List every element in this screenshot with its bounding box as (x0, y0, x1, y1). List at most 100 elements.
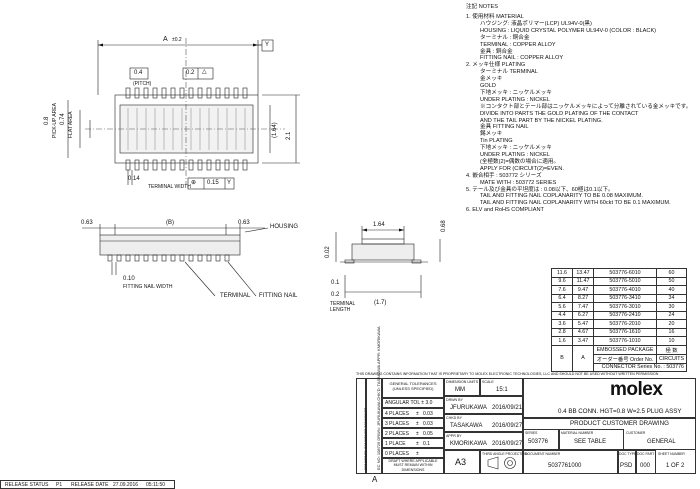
series-value: 503776 (528, 439, 549, 445)
end-view-body (351, 243, 415, 261)
drawn-date: 2016/09/21 (492, 405, 523, 411)
dim-063-right: 0.63 (238, 220, 250, 226)
dim-074: 0.74 (60, 113, 66, 125)
dim-01: 0.1 (331, 280, 340, 286)
dim-02b: 0.2 (331, 292, 340, 298)
tolerance-cell: 0 PLACES (385, 451, 409, 457)
fitting-nail-width-label: FITTING NAIL WIDTH (123, 284, 173, 290)
approved-date: 2016/09/27 (492, 441, 523, 447)
table-cell: 60 (655, 268, 688, 278)
rev-letter: A (372, 475, 378, 484)
approved-by-label: APPR BY (446, 434, 462, 438)
document-number-label: DOCUMENT NUMBER (525, 452, 561, 456)
table-cell: 11.6 (551, 268, 573, 278)
notes-line: ターミナル TERMINAL (480, 69, 538, 76)
notes-line: 2. メッキ仕様 PLATING (466, 62, 526, 69)
table-cell: 10 (655, 336, 688, 346)
notes-line: 4. 嵌合相手 : 503772 シリーズ (466, 172, 542, 179)
notes-line: AND THE TAIL PART BY THE NICKEL PLATING. (480, 117, 603, 124)
notes-line: Tin PLATING (480, 138, 513, 145)
side-view-terminals (107, 254, 230, 262)
notes-line: 金メッキ (480, 76, 503, 83)
side-view-body (99, 234, 241, 256)
sheet-number: 1 OF 2 (666, 463, 685, 469)
top-terminals-lower (125, 159, 248, 171)
release-date-label: RELEASE DATE (71, 482, 109, 488)
dim-21: 2.1 (286, 131, 292, 140)
table-cell: 1.6 (551, 336, 573, 346)
title-block-ecn-col (366, 378, 382, 474)
notes-line: UNDER PLATING : NICKEL (480, 152, 550, 158)
doc-title: PRODUCT CUSTOMER DRAWING (570, 420, 669, 427)
dim-010: 0.10 (123, 276, 135, 282)
third-angle-label: THIRD ANGLE PROJECTION (482, 452, 528, 456)
tolerance-cell: 0.03 (423, 411, 433, 417)
table-cell: 6.27 (572, 310, 594, 320)
table-cell: 3.6 (551, 319, 573, 329)
notes-line: 金具 FITTING NAIL (480, 124, 529, 131)
dates-side: 2016/09/21 2016/09/27 2016/09/27 (363, 407, 368, 470)
release-status-label: RELEASE STATUS (5, 482, 49, 488)
tolerance-row: 0 PLACES ± (382, 448, 444, 458)
tolerance-cell: 0.1 (423, 441, 430, 447)
tolerance-cell: ± (416, 411, 419, 417)
sheet-label: SHEET NUMBER (658, 452, 685, 456)
datum-y: Y (265, 42, 270, 48)
table-cell: 5.6 (551, 302, 573, 312)
tolerance-cell: ± (416, 451, 419, 457)
col-a-header: A (572, 344, 594, 372)
notes-line: UNDER PLATING : NICKEL (480, 96, 550, 103)
table-cell: 3.47 (572, 336, 594, 346)
table-cell: 11.47 (572, 276, 594, 286)
table-cell: 20 (655, 319, 688, 329)
table-cell: 4.4 (551, 310, 573, 320)
table-cell: 40 (655, 285, 688, 295)
dim-pitch-label: (PITCH) (133, 81, 152, 87)
dim-arrow (98, 43, 103, 47)
tolerance-cell: 4 PLACES (385, 411, 409, 417)
col-b-header: B (551, 344, 573, 372)
table-cell: 24 (655, 310, 688, 320)
title-block-dates-col (356, 378, 366, 474)
notes-line: 6. ELV and RoHS COMPLIANT (466, 207, 544, 214)
dim-a-tol: ±0.2 (172, 37, 182, 43)
connector-series: CONNECTOR Series No. : 503776 (592, 362, 688, 372)
tolerance-cell: 2 PLACES (385, 431, 409, 437)
approved-by: KMORIKAWA (450, 441, 487, 447)
notes-line: DIVIDE INTO PARTS THE GOLD PLATING OF TH… (480, 110, 639, 117)
table-cell: 13.47 (572, 268, 594, 278)
release-bar: RELEASE STATUS P1 RELEASE DATE 27.09.201… (0, 480, 175, 489)
customer-value: GENERAL (647, 439, 676, 445)
tolerance-row: 3 PLACES±0.03 (382, 418, 444, 428)
molex-logo: molex (610, 379, 663, 400)
dim-arrow (253, 43, 258, 47)
tolerance-row: 2 PLACES±0.05 (382, 428, 444, 438)
top-terminals-upper (125, 87, 248, 99)
table-cell: 4.67 (572, 327, 594, 337)
description: 0.4 BB CONN. HGT=0.8 W=2.5 PLUG ASSY (558, 408, 682, 415)
dim-units-label: DIMENSION UNITS (446, 380, 479, 384)
notes-line: ターミナル : 銅合金 (480, 34, 530, 41)
notes-line: 1. 使用材料 MATERIAL (466, 14, 524, 20)
tolerance-row: 4 PLACES ±0.03 (382, 408, 444, 418)
release-date: 27.09.2016 (113, 482, 139, 488)
table-cell: 503776-2010 (593, 319, 657, 329)
dim-b: (B) (166, 220, 174, 226)
notes-title: 注記 NOTES (466, 4, 499, 10)
dim-068: 0.68 (441, 220, 447, 232)
notes-line: TAIL AND FITTING NAIL COPLANARITY WITH 6… (480, 200, 671, 207)
checked-by: TASAKAWA (450, 423, 483, 429)
dim-17: (1.7) (374, 300, 387, 306)
doc-part: 000 (640, 463, 651, 469)
terminal-length-label: TERMINAL LENGTH (330, 301, 356, 313)
tolerance-row: 1 PLACE±0.1 (382, 438, 444, 448)
table-cell: 9.6 (551, 276, 573, 286)
notes-line: 5. テール及び金具の平坦度は : 0.08以下、60極は0.1以下。 (466, 186, 614, 193)
tolerance-cell: ± (416, 431, 419, 437)
